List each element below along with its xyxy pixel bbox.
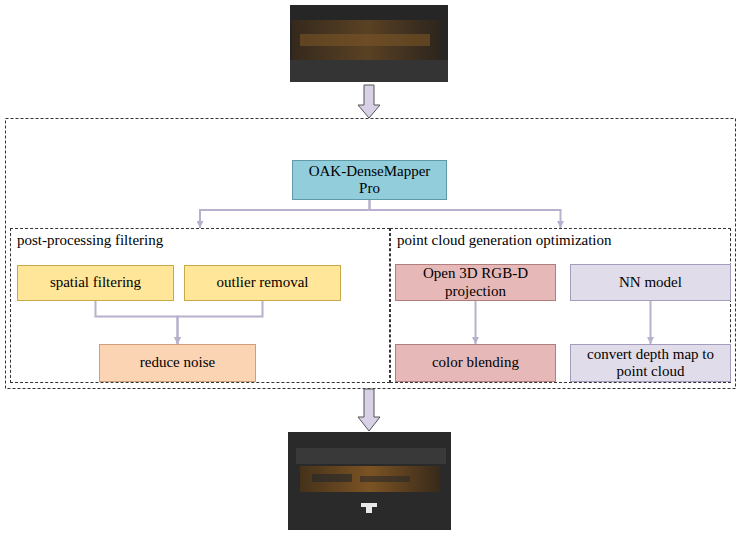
panel-heading: post-processing filtering	[17, 232, 163, 249]
point-cloud-gap	[312, 474, 352, 482]
flow-connector	[200, 200, 370, 228]
point-cloud-region	[292, 20, 442, 60]
group-panel: post-processing filtering spatial filteri…	[10, 228, 390, 383]
sensor-marker	[361, 503, 377, 513]
outer-frame	[6, 119, 736, 389]
point-cloud-gap	[360, 476, 410, 482]
point-cloud-top	[296, 448, 446, 464]
flow-connector	[650, 301, 652, 344]
box-label: color blending	[432, 354, 519, 371]
box-label: convert depth map to point cloud	[576, 346, 726, 381]
process-box: reduce noise	[99, 344, 256, 382]
process-box: Open 3D RGB-D projection	[395, 264, 556, 301]
input-image	[290, 5, 448, 82]
process-box: spatial filtering	[17, 265, 174, 301]
box-label: OAK-DenseMapper Pro	[309, 163, 431, 198]
process-box: OAK-DenseMapper Pro	[292, 160, 447, 200]
process-box: convert depth map to point cloud	[570, 344, 731, 382]
process-box: outlier removal	[184, 265, 341, 301]
output-image	[288, 432, 451, 530]
flow-arrow	[358, 85, 380, 118]
point-cloud-region	[300, 466, 440, 492]
point-cloud-band	[300, 34, 430, 46]
flow-connector	[178, 301, 263, 344]
floor-region	[290, 60, 448, 82]
process-box: color blending	[395, 344, 556, 382]
flow-connector	[96, 301, 178, 344]
box-label: spatial filtering	[50, 274, 141, 291]
box-label: outlier removal	[216, 274, 308, 291]
flow-connector	[475, 301, 477, 344]
box-label: reduce noise	[140, 354, 215, 371]
flow-arrow	[358, 389, 380, 431]
flow-connector	[370, 200, 561, 228]
box-label: Open 3D RGB-D projection	[411, 265, 541, 300]
group-panel: point cloud generation optimizationOpen …	[390, 228, 731, 383]
panel-heading: point cloud generation optimization	[397, 232, 612, 249]
process-box: NN model	[570, 264, 731, 301]
box-label: NN model	[619, 274, 682, 291]
